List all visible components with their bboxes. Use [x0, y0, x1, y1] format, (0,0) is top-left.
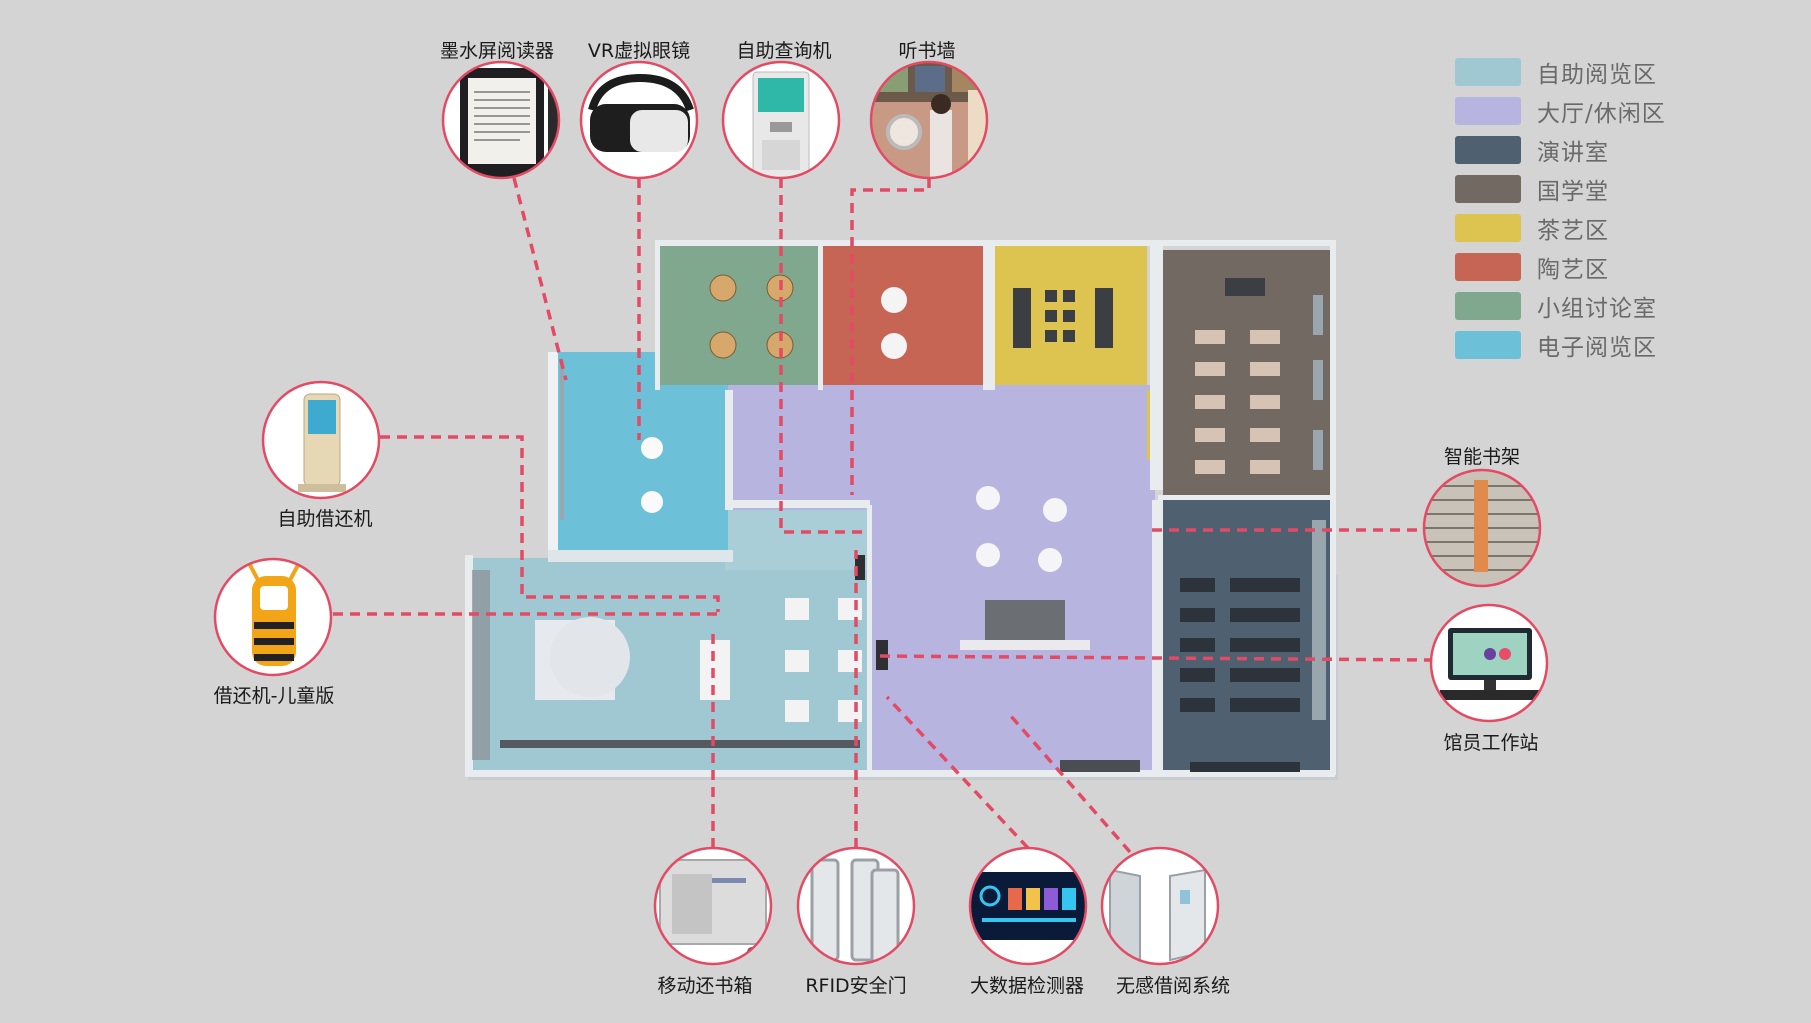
legend-item: 自助阅览区 [1455, 52, 1755, 91]
label-rfid-gate: RFID安全门 [805, 975, 907, 997]
legend-swatch [1455, 291, 1521, 320]
legend-label: 电子阅览区 [1537, 334, 1657, 361]
line-kiosk [779, 178, 862, 534]
label-kiosk: 自助查询机 [736, 40, 832, 62]
legend-swatch [1455, 213, 1521, 242]
staff-station-icon [1440, 628, 1540, 700]
legend-swatch [1455, 330, 1521, 359]
eink-reader-node [441, 60, 561, 180]
seamless-icon [1109, 868, 1206, 962]
label-seamless: 无感借阅系统 [1115, 975, 1231, 997]
line-self-checkout [380, 435, 720, 612]
label-vr-glasses: VR虚拟眼镜 [587, 40, 691, 62]
line-eink-reader [512, 177, 568, 381]
legend-swatch [1455, 174, 1521, 203]
line-bigdata [885, 695, 1030, 850]
legend-item: 电子阅览区 [1455, 325, 1755, 364]
legend-item: 大厅/休闲区 [1455, 91, 1755, 130]
rfid-gate-icon [810, 858, 900, 964]
legend-item: 演讲室 [1455, 130, 1755, 169]
mobile-return-node [653, 846, 773, 966]
rfid-gate-node [796, 846, 916, 966]
line-staff-station [879, 654, 1432, 662]
legend-label: 国学堂 [1537, 178, 1609, 205]
eink-reader-icon [460, 68, 559, 178]
mobile-return-icon [659, 859, 767, 957]
label-listen-wall: 听书墙 [898, 40, 956, 62]
bigdata-icon [970, 872, 1086, 940]
zone-lecture [1163, 500, 1330, 770]
listen-wall-node [869, 60, 989, 180]
legend-swatch [1455, 135, 1521, 164]
legend-item: 陶艺区 [1455, 247, 1755, 286]
legend-label: 演讲室 [1537, 139, 1609, 166]
zone-pottery [823, 245, 983, 385]
legend-swatch [1455, 252, 1521, 281]
zone-legend: 自助阅览区 大厅/休闲区 演讲室 国学堂 茶艺区 陶艺区 小组讨论室 电子阅览区 [1455, 52, 1755, 364]
legend-item: 国学堂 [1455, 169, 1755, 208]
legend-label: 自助阅览区 [1537, 61, 1657, 88]
kids-checkout-node [213, 557, 333, 677]
kids-checkout-icon [248, 564, 300, 666]
furniture [500, 274, 1300, 772]
legend-label: 大厅/休闲区 [1537, 100, 1666, 127]
self-checkout-node [261, 380, 381, 500]
legend-label: 陶艺区 [1537, 256, 1609, 283]
label-mobile-return: 移动还书箱 [657, 975, 753, 997]
legend-swatch [1455, 57, 1521, 86]
legend-item: 茶艺区 [1455, 208, 1755, 247]
vr-glasses-icon [588, 73, 694, 152]
label-staff-station: 馆员工作站 [1443, 732, 1539, 754]
legend-item: 小组讨论室 [1455, 286, 1755, 325]
building [465, 240, 1338, 780]
zone-discussion [660, 245, 818, 385]
label-kids-checkout: 借还机-儿童版 [213, 685, 335, 707]
staff-station-node [1429, 603, 1549, 723]
connector-lines [333, 177, 1432, 854]
smart-shelf-node [1422, 468, 1542, 588]
label-eink-reader: 墨水屏阅读器 [439, 40, 555, 62]
kiosk-icon [752, 71, 810, 178]
label-self-checkout: 自助借还机 [277, 508, 373, 530]
line-listen-wall [850, 178, 931, 495]
label-bigdata: 大数据检测器 [969, 975, 1085, 997]
self-checkout-icon [298, 393, 346, 492]
vr-glasses-node [579, 60, 699, 180]
bigdata-node [968, 846, 1088, 966]
smart-shelf-icon [1424, 470, 1540, 586]
label-smart-shelf: 智能书架 [1443, 446, 1521, 468]
legend-label: 小组讨论室 [1537, 295, 1657, 322]
legend-swatch [1455, 96, 1521, 125]
seamless-node [1100, 846, 1220, 966]
zone-self-reading [470, 558, 870, 770]
kiosk-node [721, 60, 841, 180]
line-seamless [1008, 713, 1132, 854]
legend-label: 茶艺区 [1537, 217, 1609, 244]
